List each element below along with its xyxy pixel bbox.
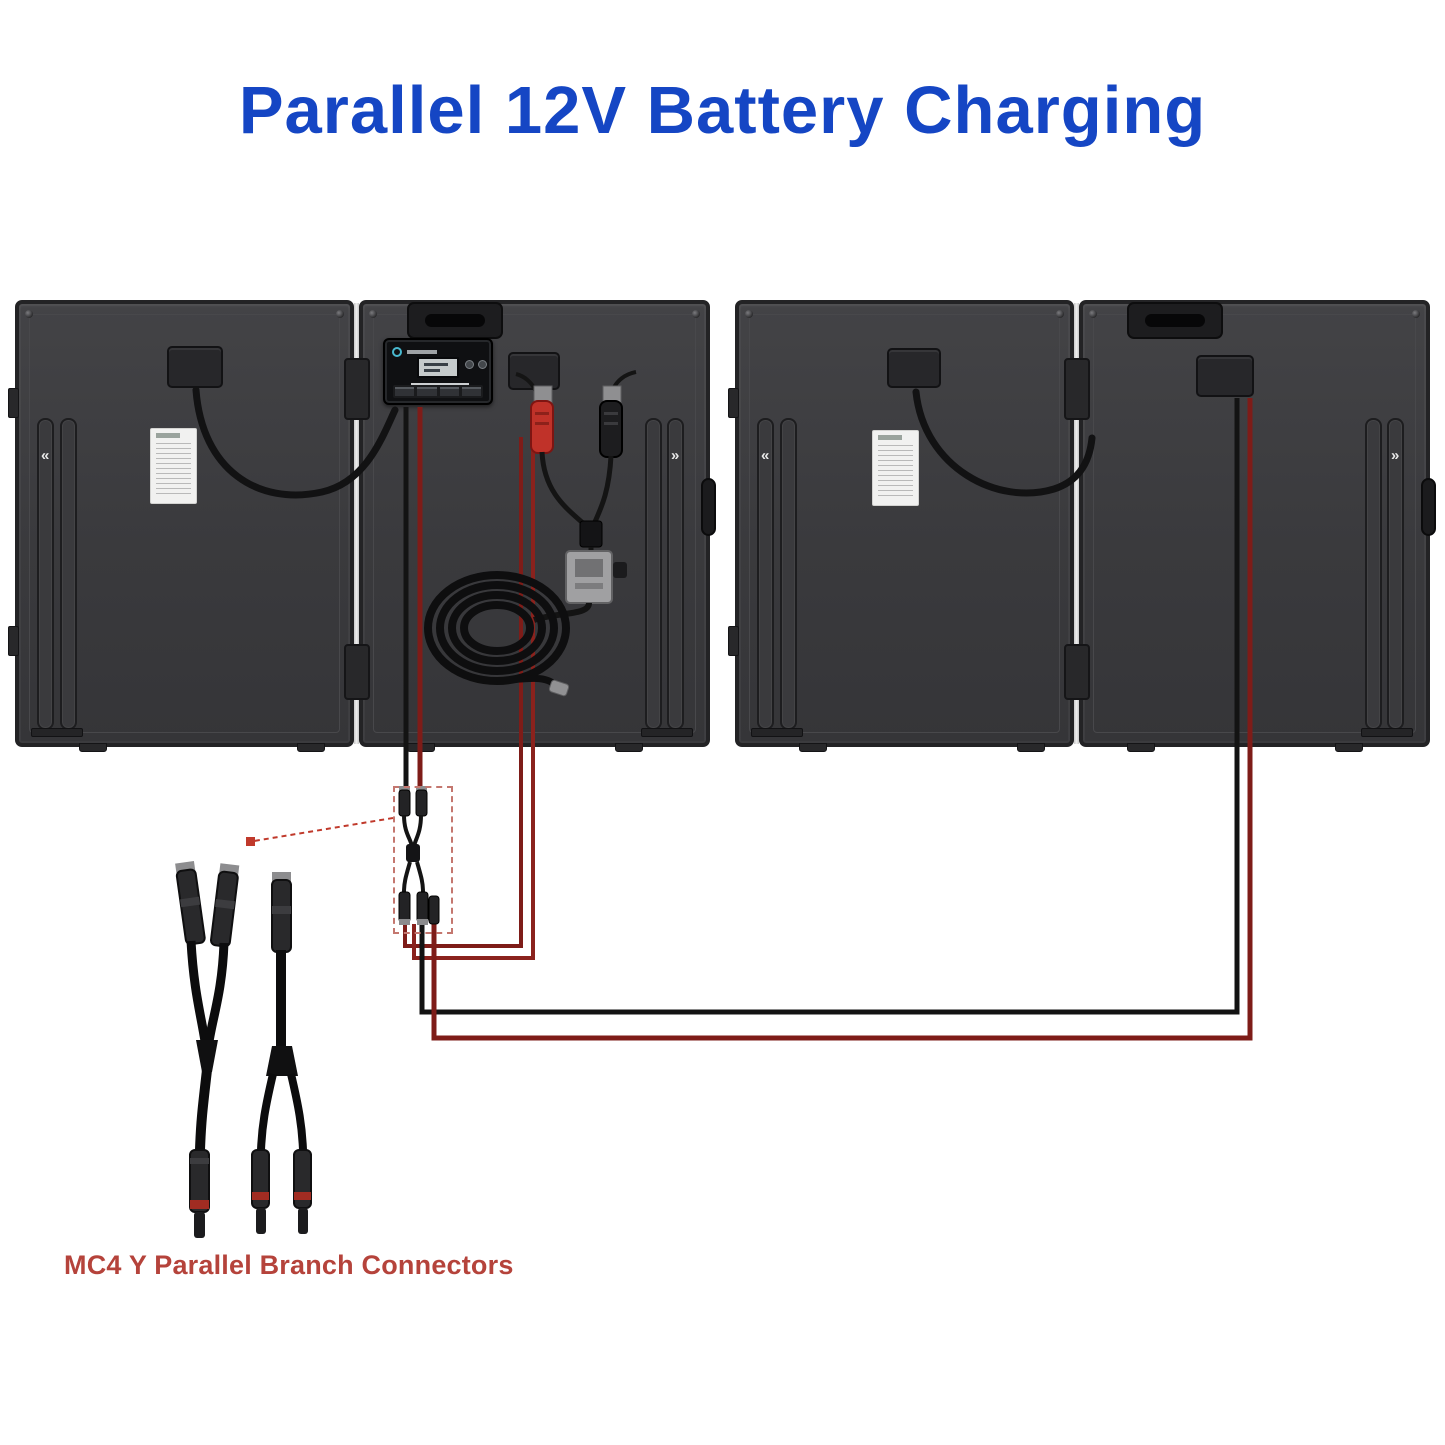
panel-foot: [297, 743, 325, 752]
latch-handle: [701, 478, 716, 536]
fold-leg-rail: [757, 418, 774, 730]
brand-logo-icon: [392, 347, 402, 357]
spec-sticker: [150, 428, 197, 504]
leg-foot: [641, 728, 693, 737]
leg-foot: [31, 728, 83, 737]
corner-screw: [692, 310, 700, 318]
corner-screw: [369, 310, 377, 318]
panel-foot: [615, 743, 643, 752]
carry-handle: [407, 302, 503, 339]
terminal: [439, 387, 459, 396]
edge-hinge-tab: [728, 388, 739, 418]
panel-foot: [79, 743, 107, 752]
junction-box: [887, 348, 941, 388]
panel-foot: [1335, 743, 1363, 752]
corner-screw: [745, 310, 753, 318]
hinge-bracket: [1064, 358, 1090, 420]
carry-handle: [1127, 302, 1223, 339]
hinge-bracket: [1064, 644, 1090, 700]
fold-arrow-icon: »: [1391, 447, 1400, 464]
leg-foot: [751, 728, 803, 737]
fold-arrow-icon: «: [761, 447, 770, 464]
panel-foot: [799, 743, 827, 752]
fold-leg-rail: [667, 418, 684, 730]
controller-button: [478, 360, 487, 369]
edge-hinge-tab: [728, 626, 739, 656]
fold-leg-rail: [37, 418, 54, 730]
page-title: Parallel 12V Battery Charging: [238, 73, 1207, 148]
panel-inner-frame: [29, 314, 340, 733]
junction-box: [1196, 355, 1254, 397]
mc4-y-connector-2to1: [175, 861, 240, 1238]
corner-screw: [1056, 310, 1064, 318]
spec-sticker: [872, 430, 919, 506]
terminal: [417, 387, 437, 396]
handle-slot: [1145, 314, 1205, 327]
junction-box: [508, 352, 560, 390]
corner-screw: [1089, 310, 1097, 318]
leg-foot: [1361, 728, 1413, 737]
solar-panel-right: « »: [728, 300, 1436, 752]
lcd-text-line: [424, 369, 440, 372]
y-branch-highlight-box: [393, 786, 453, 934]
terminal: [461, 387, 481, 396]
solar-panel-left: « »: [8, 300, 716, 752]
sticker-text-lines: [878, 445, 913, 497]
terminal: [395, 387, 415, 396]
edge-hinge-tab: [8, 626, 19, 656]
latch-handle: [1421, 478, 1436, 536]
sticker-text-lines: [156, 443, 191, 495]
fold-leg-rail: [645, 418, 662, 730]
controller-lcd: [417, 357, 459, 378]
hinge: [354, 303, 359, 744]
brand-wordmark: [407, 350, 437, 354]
corner-screw: [336, 310, 344, 318]
fold-arrow-icon: »: [671, 447, 680, 464]
panel-foot: [1017, 743, 1045, 752]
fold-leg-rail: [780, 418, 797, 730]
handle-slot: [425, 314, 485, 327]
hinge-bracket: [344, 358, 370, 420]
mc4-caption: MC4 Y Parallel Branch Connectors: [64, 1250, 514, 1280]
mc4-y-connector-1to2: [251, 872, 312, 1234]
fold-leg-rail: [1387, 418, 1404, 730]
solar-charge-controller: [383, 338, 493, 405]
terminal-strip: [393, 385, 483, 398]
controller-caption-text: [411, 383, 469, 386]
lcd-text-line: [424, 363, 448, 366]
edge-hinge-tab: [8, 388, 19, 418]
junction-box: [167, 346, 223, 388]
corner-screw: [25, 310, 33, 318]
sticker-logo: [156, 433, 180, 438]
fold-leg-rail: [60, 418, 77, 730]
pointer-line: [246, 817, 394, 846]
fold-arrow-icon: «: [41, 447, 50, 464]
controller-button: [465, 360, 474, 369]
panel-foot: [407, 743, 435, 752]
panel-foot: [1127, 743, 1155, 752]
sticker-logo: [878, 435, 902, 440]
hinge-bracket: [344, 644, 370, 700]
corner-screw: [1412, 310, 1420, 318]
fold-leg-rail: [1365, 418, 1382, 730]
